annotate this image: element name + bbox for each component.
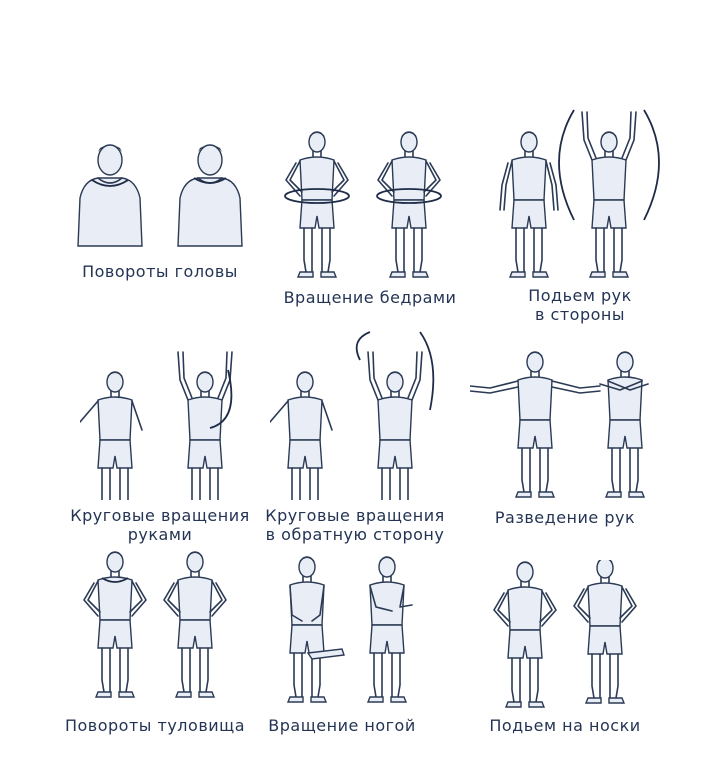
caption-leg-rotation: Вращение ногой [268, 716, 416, 735]
exercise-arm-raise: Подьем рук в стороны [490, 100, 670, 325]
exercise-toe-raise: Подьем на носки [450, 560, 680, 740]
exercise-hip-rotation: Вращение бедрами [270, 130, 470, 310]
caption-arm-circles-1: Круговые вращения [70, 506, 250, 525]
caption-toe-raise: Подьем на носки [489, 716, 641, 735]
arm-raise-illustration [499, 109, 660, 278]
caption-reverse-arm-circles-2: в обратную сторону [265, 525, 445, 544]
exercise-arm-spread: Разведение рук [450, 350, 680, 530]
exercise-head-turns: Повороты головы [60, 130, 260, 290]
caption-arm-circles-2: руками [127, 525, 193, 544]
exercise-reverse-arm-circles: Круговые вращения в обратную сторону [250, 320, 460, 545]
leg-rotation-illustration [287, 556, 413, 703]
caption-arm-spread: Разведение рук [494, 508, 636, 527]
caption-reverse-arm-circles-1: Круговые вращения [265, 506, 445, 525]
hip-rotation-illustration [284, 131, 442, 278]
caption-torso-turns: Повороты туловища [64, 716, 246, 735]
caption-hip-rotation: Вращение бедрами [283, 288, 457, 307]
caption-arm-raise-2: в стороны [535, 305, 625, 324]
torso-turns-illustration [83, 551, 227, 698]
exercise-leg-rotation: Вращение ногой [262, 555, 422, 740]
reverse-arm-circles-illustration [270, 331, 435, 500]
arm-circles-illustration [80, 351, 233, 500]
toe-raise-illustration [493, 560, 637, 708]
head-turns-illustration [77, 144, 243, 247]
exercise-torso-turns: Повороты туловища [50, 550, 260, 740]
arm-spread-illustration [470, 351, 649, 498]
exercise-arm-circles: Круговые вращения руками [60, 330, 260, 545]
caption-head-turns: Повороты головы [82, 262, 238, 281]
caption-arm-raise-1: Подьем рук [528, 286, 632, 305]
